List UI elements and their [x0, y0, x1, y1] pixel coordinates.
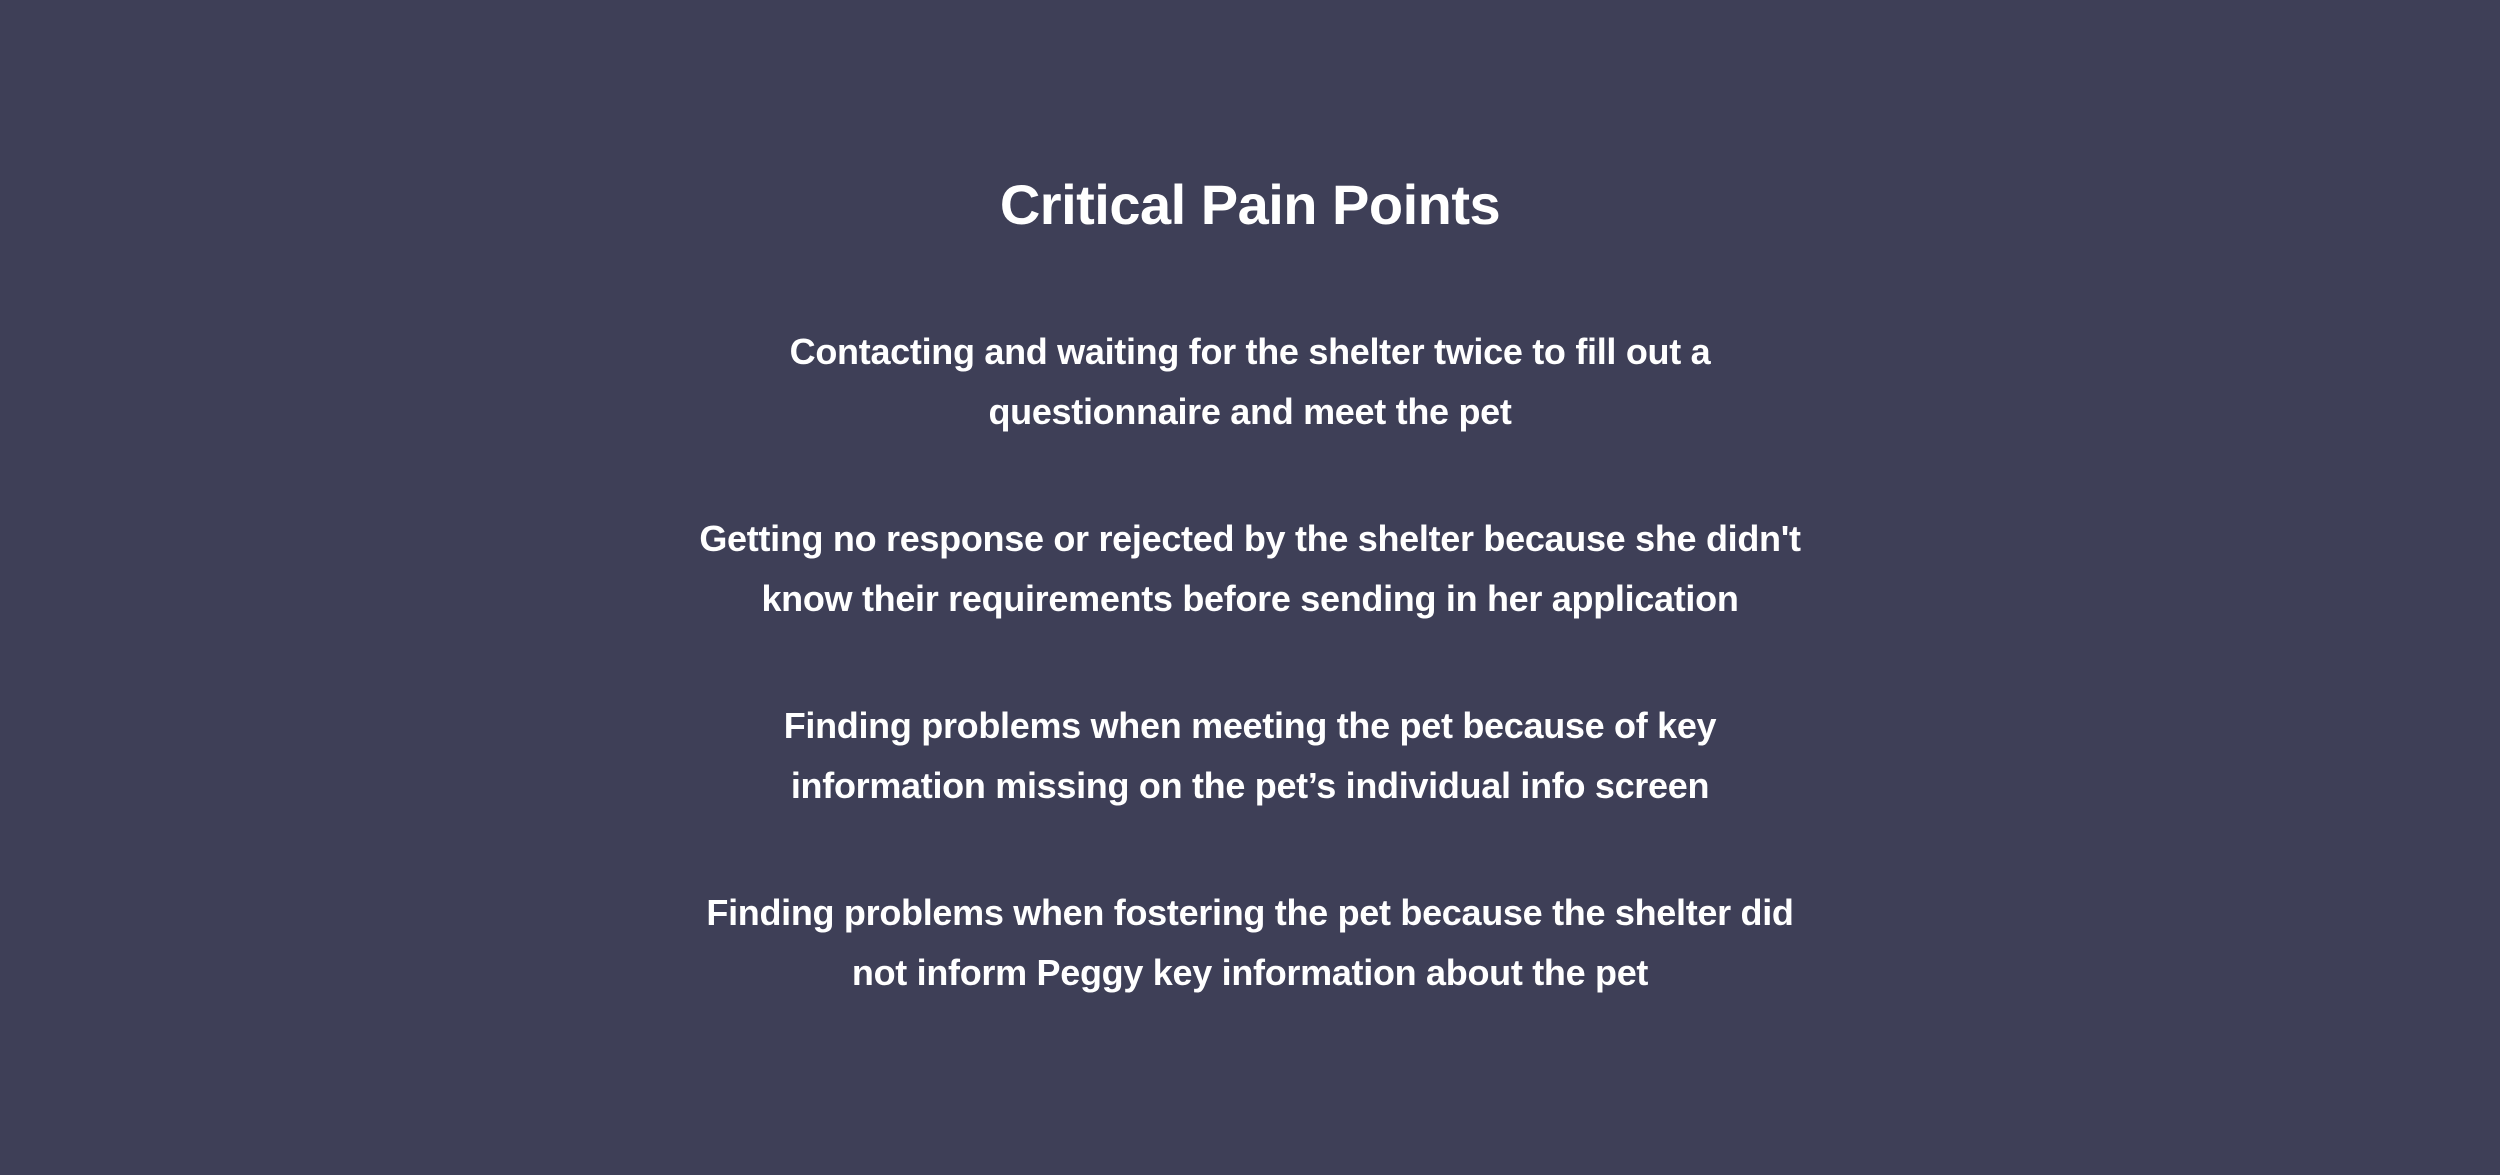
pain-point-4: Finding problems when fostering the pet … [650, 883, 1850, 1003]
pain-point-2: Getting no response or rejected by the s… [650, 509, 1850, 629]
pain-point-text: information missing on the pet’s individ… [790, 765, 1710, 806]
pain-point-text: Finding problems when meeting the pet be… [783, 705, 1717, 746]
pain-point-1: Contacting and waiting for the shelter t… [650, 322, 1850, 442]
pain-point-3: Finding problems when meeting the pet be… [650, 696, 1850, 816]
pain-points-list: Contacting and waiting for the shelter t… [650, 322, 1850, 1070]
pain-point-text: Getting no response or rejected by the s… [699, 518, 1801, 559]
pain-point-text: know their requirements before sending i… [761, 578, 1739, 619]
pain-point-text: Finding problems when fostering the pet … [706, 892, 1794, 933]
pain-point-text: Contacting and waiting for the shelter t… [789, 331, 1711, 372]
page-title: Critical Pain Points [999, 173, 1501, 236]
pain-point-text: questionnaire and meet the pet [988, 391, 1512, 432]
pain-point-text: not inform Peggy key information about t… [851, 952, 1649, 993]
